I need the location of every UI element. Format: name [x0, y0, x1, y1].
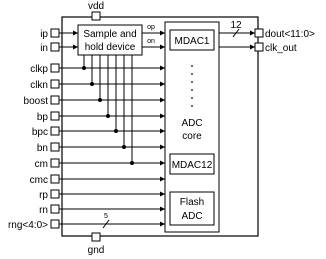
pin-label-rng: rng<4:0>: [8, 220, 48, 231]
pin-label-clkp: clkp: [30, 64, 48, 75]
pin-label-bn: bn: [37, 143, 48, 154]
adc-core-label2: core: [182, 131, 202, 142]
sample-hold-line2: hold device: [85, 42, 136, 53]
pin-label-clk-out: clk_out: [265, 43, 297, 54]
pin-label-bp: bp: [37, 112, 49, 123]
mdac12-block: [169, 153, 215, 175]
pin-clk-out: [254, 42, 264, 52]
mdac1-block: [169, 29, 215, 51]
flash-adc-line2: ADC: [181, 211, 202, 222]
flash-adc-block: [169, 191, 215, 226]
pin-label-boost: boost: [24, 96, 49, 107]
bus-slash-rng: [102, 219, 110, 229]
bus-width-rng: 5: [104, 213, 108, 220]
arrow-clk-out: [250, 44, 255, 50]
arrow-in: [73, 44, 78, 50]
pin-dout: [254, 28, 264, 38]
left-pin-boxes: [50, 28, 60, 229]
label-on: on: [147, 38, 155, 45]
pin-label-gnd: gnd: [88, 245, 105, 256]
input-wires: [58, 67, 165, 225]
input-arrows: [160, 65, 165, 227]
arrow-on: [160, 44, 165, 50]
sh-control-wires: [83, 55, 133, 163]
bus-width-dout: 12: [230, 20, 242, 31]
pin-label-clkn: clkn: [30, 80, 48, 91]
pin-label-rp: rp: [39, 190, 48, 201]
pin-label-vdd: vdd: [88, 1, 104, 12]
pin-gnd: [91, 232, 101, 242]
pin-label-in: in: [40, 43, 48, 54]
pin-label-ip: ip: [40, 29, 48, 40]
arrow-dout: [250, 30, 255, 36]
arrow-op: [160, 30, 165, 36]
mdac-ellipsis: [191, 65, 193, 107]
adc-core-label1: ADC: [181, 118, 202, 129]
mdac1-label: MDAC1: [174, 36, 209, 47]
pin-label-dout: dout<11:0>: [265, 29, 315, 40]
sample-hold-block: [77, 24, 143, 56]
bus-slash-dout: [232, 28, 240, 38]
mdac12-label: MDAC12: [172, 160, 213, 171]
pin-label-cmc: cmc: [30, 175, 48, 186]
pin-vdd: [91, 11, 101, 21]
pin-label-rn: rn: [39, 205, 48, 216]
flash-adc-line1: Flash: [180, 197, 204, 208]
arrow-ip: [73, 30, 78, 36]
label-op: op: [147, 24, 155, 31]
sample-hold-line1: Sample and: [83, 29, 136, 40]
pin-label-cm: cm: [35, 159, 48, 170]
chip-outline: [61, 16, 259, 237]
pin-label-bpc: bpc: [32, 127, 48, 138]
junction-dots: [82, 66, 134, 165]
